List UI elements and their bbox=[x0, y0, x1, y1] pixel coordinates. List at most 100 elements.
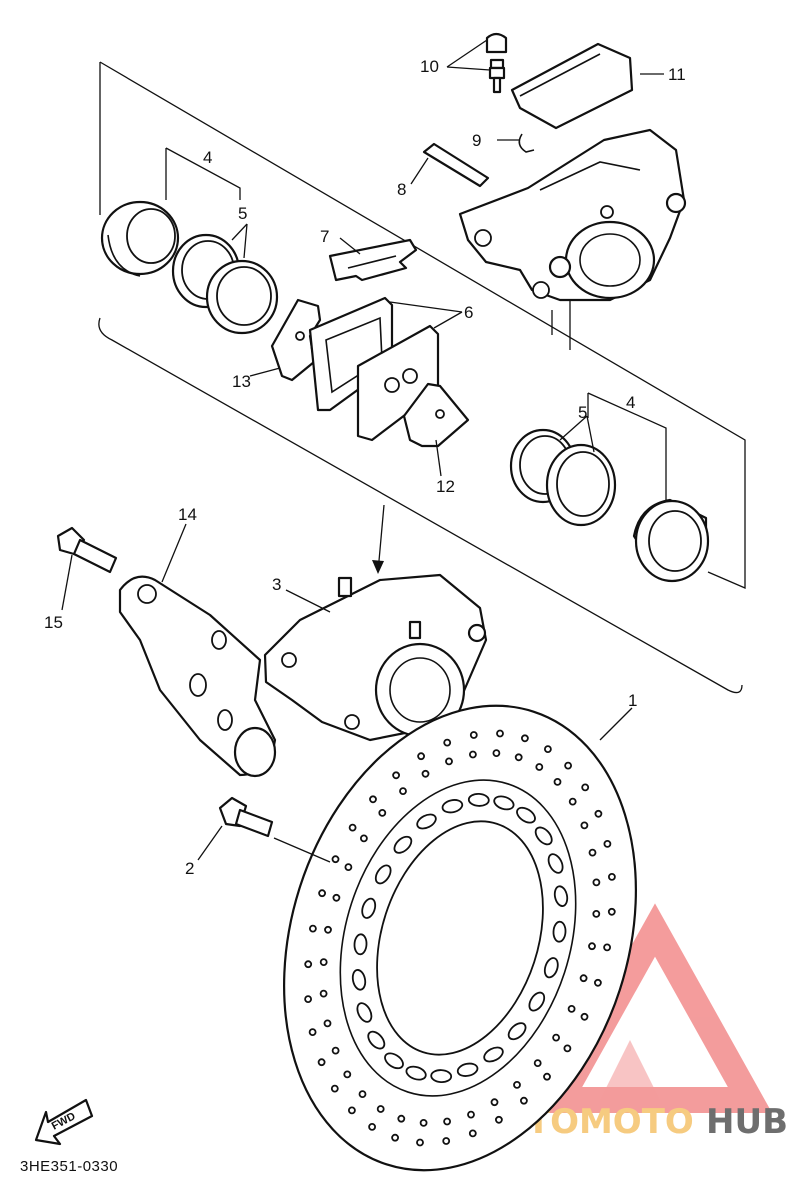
drill-hole bbox=[521, 734, 529, 743]
drill-hole bbox=[492, 749, 501, 757]
drill-hole bbox=[594, 809, 603, 818]
drill-hole bbox=[544, 745, 552, 753]
drill-hole bbox=[563, 1044, 572, 1053]
drill-hole bbox=[469, 731, 478, 739]
mount-slot bbox=[553, 885, 569, 907]
callout-numbers: 4 5 10 11 9 8 7 6 13 12 4 5 14 15 3 2 1 bbox=[44, 57, 686, 878]
drill-hole bbox=[607, 907, 616, 916]
pad-pin bbox=[422, 142, 490, 188]
callout-4-left: 4 bbox=[203, 148, 212, 167]
drill-hole bbox=[344, 863, 353, 871]
drill-hole bbox=[581, 783, 590, 792]
drill-hole bbox=[543, 1072, 551, 1081]
drill-hole bbox=[592, 910, 601, 918]
callout-13: 13 bbox=[232, 372, 251, 391]
caliper-assembly bbox=[263, 573, 488, 742]
drill-hole bbox=[568, 797, 577, 806]
callout-11: 11 bbox=[668, 65, 686, 84]
drill-hole bbox=[330, 1084, 339, 1093]
mount-slot bbox=[351, 969, 367, 991]
drill-hole bbox=[332, 893, 341, 902]
pad-shim-right bbox=[402, 382, 470, 448]
callout-8: 8 bbox=[397, 180, 406, 199]
mount-slot bbox=[456, 1062, 479, 1077]
bracket-bolt bbox=[56, 526, 118, 574]
drill-hole bbox=[359, 834, 368, 843]
drill-hole bbox=[417, 752, 426, 761]
caliper-cover bbox=[510, 42, 634, 130]
drill-hole bbox=[399, 787, 407, 795]
drill-hole bbox=[579, 974, 588, 983]
drill-hole bbox=[308, 1028, 317, 1036]
forward-direction-arrow: FWD bbox=[34, 1098, 94, 1146]
mount-slot bbox=[361, 897, 377, 919]
drill-hole bbox=[496, 729, 504, 738]
piston-left bbox=[100, 200, 180, 277]
diagram-code: 3HE351-0330 bbox=[20, 1158, 119, 1175]
drill-hole bbox=[397, 1114, 406, 1123]
drill-hole bbox=[392, 771, 401, 780]
drill-hole bbox=[553, 778, 562, 786]
callout-5-right: 5 bbox=[578, 403, 587, 422]
drill-hole bbox=[304, 995, 313, 1003]
pad-spring bbox=[328, 238, 418, 282]
mount-slot bbox=[356, 1002, 373, 1023]
drill-hole bbox=[348, 823, 357, 832]
drill-hole bbox=[308, 924, 317, 933]
drill-hole bbox=[603, 943, 611, 952]
drill-hole bbox=[376, 1105, 385, 1113]
drill-hole bbox=[369, 795, 377, 804]
drill-hole bbox=[594, 978, 602, 987]
drill-hole bbox=[331, 855, 340, 864]
mount-slot bbox=[543, 957, 559, 979]
callout-3: 3 bbox=[272, 575, 281, 594]
drill-hole bbox=[378, 809, 387, 817]
mount-slot bbox=[384, 1052, 404, 1070]
mount-slot bbox=[405, 1065, 427, 1081]
drill-hole bbox=[323, 1019, 332, 1028]
drill-hole bbox=[421, 769, 430, 778]
mount-slot bbox=[353, 933, 368, 956]
drill-hole bbox=[564, 761, 572, 770]
piston-seal-right-b bbox=[545, 443, 617, 527]
mount-slot bbox=[528, 991, 546, 1012]
mount-slot bbox=[534, 826, 553, 846]
drill-hole bbox=[588, 942, 596, 951]
drill-hole bbox=[391, 1133, 400, 1142]
callout-15: 15 bbox=[44, 613, 63, 632]
drill-hole bbox=[580, 1012, 589, 1021]
drill-hole bbox=[535, 763, 544, 771]
callout-2: 2 bbox=[185, 859, 194, 878]
drill-hole bbox=[442, 1137, 451, 1145]
callout-14: 14 bbox=[178, 505, 197, 524]
brake-disc bbox=[283, 704, 637, 1172]
mount-slot bbox=[547, 853, 564, 874]
mount-slot bbox=[374, 864, 392, 885]
drill-hole bbox=[445, 757, 453, 766]
callout-1: 1 bbox=[628, 691, 637, 710]
disc-mount-slots bbox=[351, 792, 569, 1084]
drill-hole bbox=[494, 1115, 503, 1124]
drill-hole bbox=[304, 960, 313, 969]
drill-hole bbox=[533, 1059, 542, 1067]
drill-hole bbox=[490, 1098, 499, 1107]
drill-hole bbox=[552, 1033, 560, 1042]
callout-9: 9 bbox=[472, 131, 481, 150]
drill-hole bbox=[319, 958, 328, 966]
callout-10: 10 bbox=[420, 57, 439, 76]
drill-hole bbox=[514, 753, 523, 762]
drill-hole bbox=[603, 840, 612, 848]
drill-hole bbox=[443, 1117, 452, 1126]
assembly-boundary-lines bbox=[98, 61, 746, 694]
drill-hole bbox=[608, 873, 616, 881]
bleed-screw-and-cap bbox=[485, 32, 508, 94]
drill-hole bbox=[318, 889, 327, 898]
pin-clip bbox=[518, 133, 535, 153]
callout-6: 6 bbox=[464, 303, 473, 322]
drill-hole bbox=[468, 750, 477, 759]
mount-slot bbox=[507, 1022, 527, 1041]
drill-hole bbox=[324, 925, 332, 934]
mount-slot bbox=[393, 835, 413, 854]
drill-hole bbox=[592, 878, 601, 887]
